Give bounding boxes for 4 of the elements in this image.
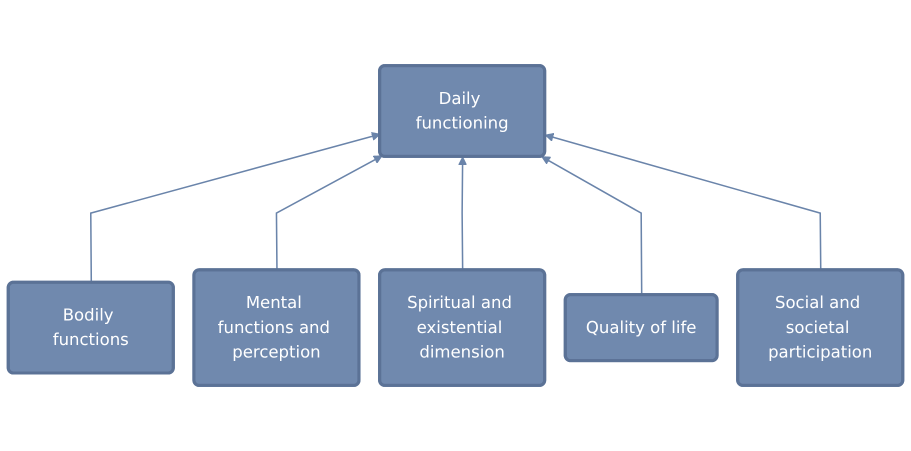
arrow [276, 155, 383, 270]
arrow [541, 156, 642, 296]
arrow [458, 156, 468, 270]
arrow [544, 132, 822, 270]
